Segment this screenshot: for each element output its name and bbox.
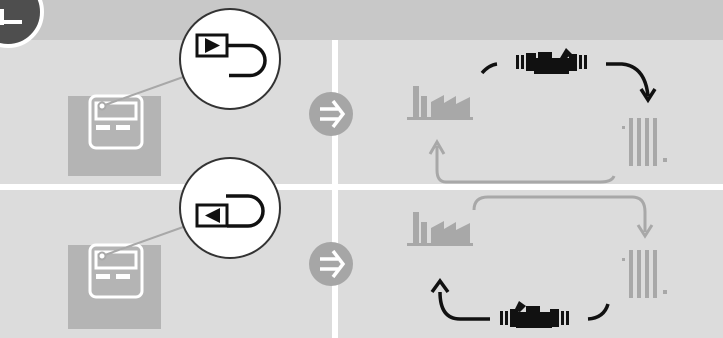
flow-meter-icon: [500, 301, 569, 328]
flow-direction-reverse-icon: [179, 157, 281, 259]
radiator-icon: [622, 118, 667, 166]
device-menu-icon: [0, 0, 44, 48]
return-line-top: [435, 146, 616, 184]
supply-arrow-bottom: [636, 224, 654, 239]
flow-direction-forward-icon: [179, 8, 281, 110]
supply-line-bottom: [472, 195, 647, 232]
flow-meter-icon: [516, 48, 587, 74]
callout-dot-bottom: [97, 251, 107, 261]
factory-icon: [407, 212, 473, 246]
row-top: [68, 8, 667, 184]
column-divider: [332, 40, 338, 338]
heat-meter-device-bottom: [68, 243, 161, 329]
factory-icon: [407, 86, 473, 120]
return-arrow-top: [428, 139, 446, 155]
callout-dot-top: [97, 101, 107, 111]
header-bar: [0, 0, 723, 40]
heat-meter-device-top: [68, 94, 161, 176]
double-arrow-right-icon: [309, 242, 353, 286]
row-bottom: [68, 157, 667, 329]
radiator-icon: [622, 250, 667, 298]
return-line-bottom: [430, 278, 610, 321]
double-arrow-right-icon: [309, 92, 353, 136]
callout-line-top: [101, 75, 187, 107]
callout-line-bottom: [101, 225, 187, 257]
supply-line-top: [480, 62, 657, 104]
row-divider: [0, 184, 723, 190]
